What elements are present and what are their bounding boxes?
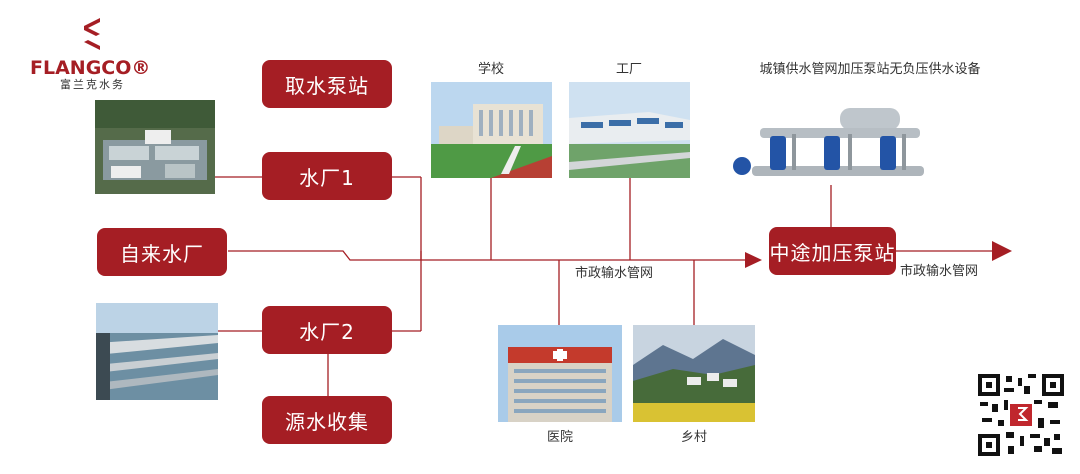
hospital-photo <box>498 325 622 422</box>
outgoing-pipeline-label: 市政输水管网 <box>900 264 979 279</box>
factory-caption: 工厂 <box>615 62 642 77</box>
raw-water-node: 源水收集 <box>262 396 392 444</box>
equipment-caption: 城镇供水管网加压泵站无负压供水设备 <box>759 62 981 77</box>
sedimentation-tank-photo <box>96 303 218 400</box>
village-photo <box>633 325 755 422</box>
water-plant-photo <box>95 100 215 194</box>
school-caption: 学校 <box>477 62 504 77</box>
outgoing-arrowhead <box>992 241 1012 261</box>
pipeline-arrowhead <box>745 252 762 268</box>
village-caption: 乡村 <box>680 430 707 445</box>
municipal-pipeline-label: 市政输水管网 <box>575 266 654 281</box>
booster-equipment-photo <box>730 100 928 185</box>
main-pipeline <box>228 250 745 261</box>
logo-mark-icon: FLANGCO® <box>30 18 150 79</box>
waterworks-node: 自来水厂 <box>97 228 227 276</box>
booster-station-node: 中途加压泵站 <box>769 227 896 275</box>
logo-word: FLANGCO® <box>30 57 150 79</box>
hospital-caption: 医院 <box>546 430 573 445</box>
factory-photo <box>569 82 690 178</box>
school-photo <box>431 82 552 178</box>
logo-subtitle: 富兰克水务 <box>60 78 125 91</box>
plant2-node: 水厂2 <box>262 306 392 354</box>
intake-pump-node: 取水泵站 <box>262 60 392 108</box>
plant1-node: 水厂1 <box>262 152 392 200</box>
company-logo: FLANGCO® 富兰克水务 <box>28 12 163 92</box>
qr-code-icon <box>978 374 1064 456</box>
